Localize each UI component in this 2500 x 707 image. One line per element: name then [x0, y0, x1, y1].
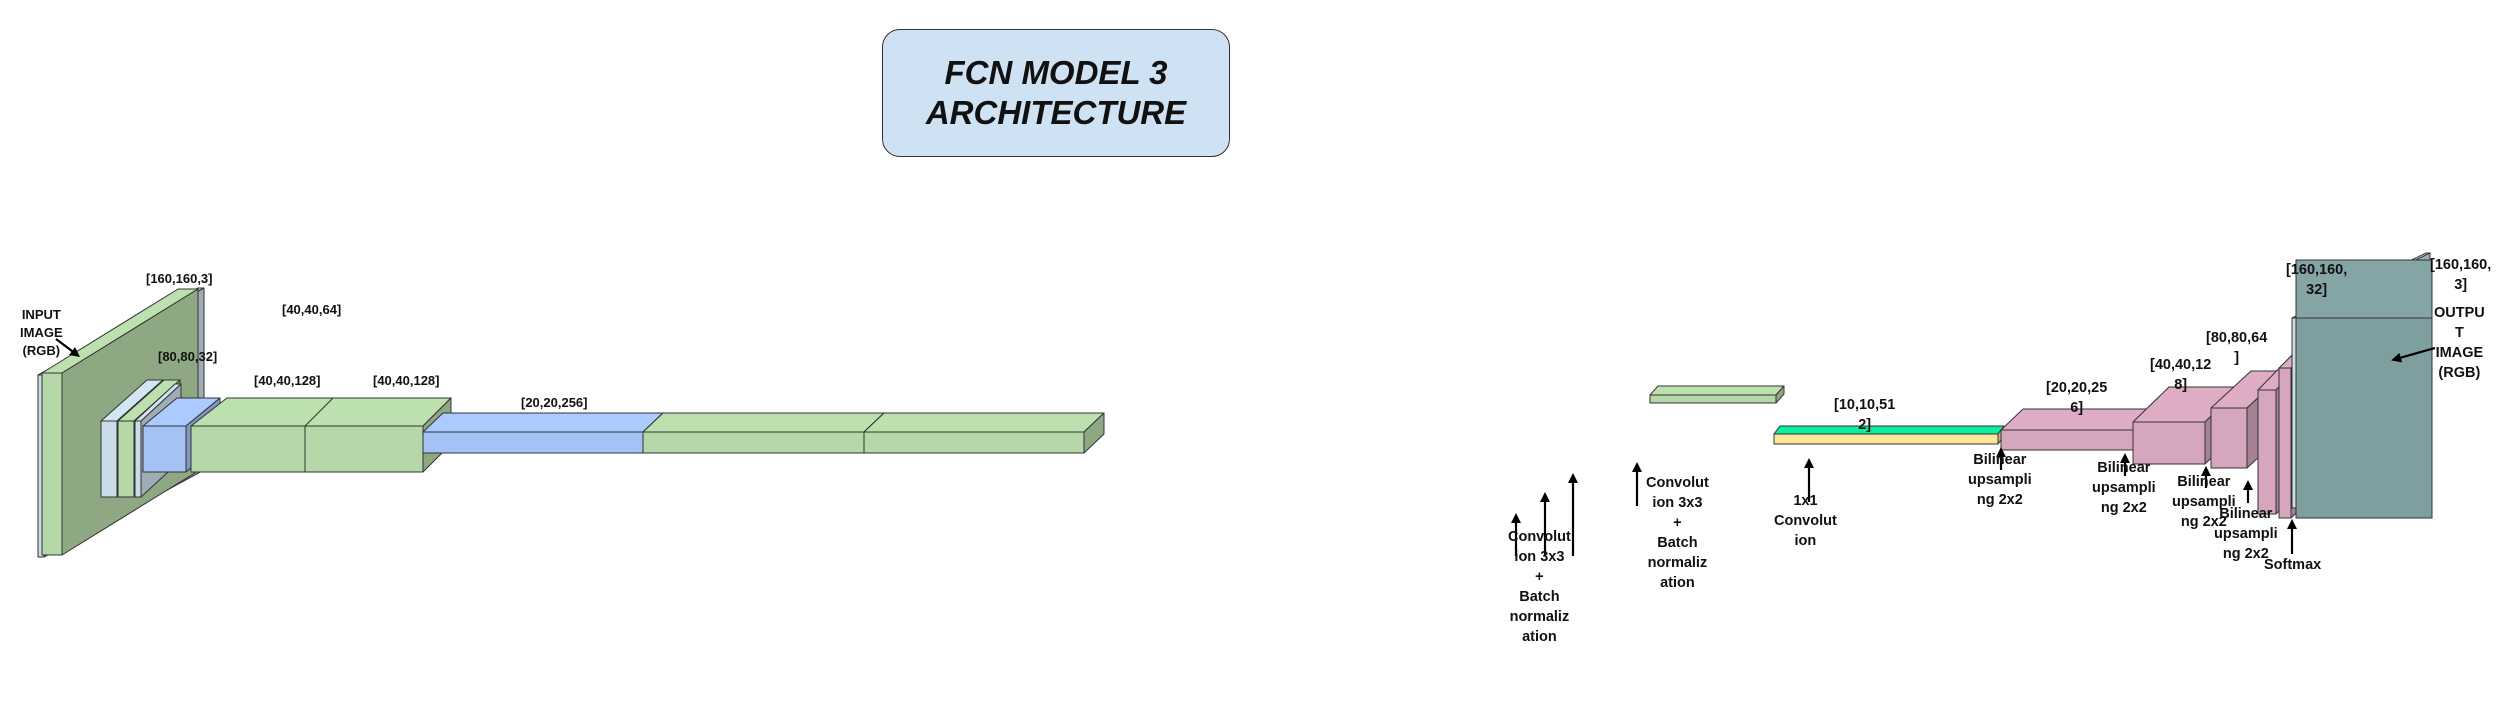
softmax-label: Softmax [2264, 557, 2322, 573]
input-shape-label: [160,160,3] [146, 271, 213, 286]
decoder-small-block [1649, 385, 1785, 404]
shape-40-128-label-a: [40,40,128] [254, 373, 321, 388]
decoder-block-10-512-front [1773, 433, 1999, 445]
encoder-block-green-long-b [863, 412, 1105, 454]
encoder-block-40-128-a-front [190, 425, 306, 473]
encoder-block-green-long-a [642, 412, 885, 454]
encoder-block-green-long-b-front [863, 431, 1085, 454]
title-line-1: FCN MODEL 3 [944, 54, 1168, 92]
shape-40-64-label: [40,40,64] [282, 302, 342, 317]
encoder-block-80-c-front [134, 420, 142, 498]
input-image-label: INPUT IMAGE (RGB) [20, 307, 63, 358]
encoder-block-20-256 [422, 412, 664, 454]
output-image-label: OUTPU T IMAGE (RGB) [2434, 305, 2485, 381]
title-box: FCN MODEL 3 ARCHITECTURE [882, 29, 1230, 157]
shape-20-256-label: [20,20,256] [521, 395, 588, 410]
decoder-block-20-256-front [2000, 429, 2134, 451]
conv-label-a: Convolut ion 3x3 + Batch normaliz ation [1508, 529, 1571, 645]
upsample-label-4: Bilinear upsampli ng 2x2 [2214, 506, 2278, 562]
shape-160-3-label: [160,160, 3] [2430, 257, 2492, 293]
shape-160-32-label: [160,160, 32] [2286, 262, 2348, 298]
shape-20-256-dec-label: [20,20,25 6] [2046, 380, 2108, 416]
title-line-2: ARCHITECTURE [925, 94, 1187, 131]
shape-80-label: [80,80,32] [158, 349, 218, 364]
input-image-block-front [41, 372, 63, 556]
encoder-block-blue-1-front [142, 425, 187, 473]
output-image-block-back-front [2291, 317, 2297, 509]
output-image-block-front [2295, 317, 2433, 519]
upsample-label-3: Bilinear upsampli ng 2x2 [2172, 474, 2236, 530]
decoder-block-20-256 [2000, 408, 2156, 451]
decoder-block-10-512 [1773, 425, 2005, 445]
encoder-block-20-256-top [422, 412, 664, 433]
encoder-block-80-a-front [100, 420, 118, 498]
shape-40-128-dec-label: [40,40,12 8] [2150, 357, 2212, 393]
shape-80-64-label: [80,80,64 ] [2206, 330, 2268, 366]
decoder-small-block-front [1649, 394, 1777, 404]
encoder-block-80-b-front [117, 420, 135, 498]
encoder-block-green-long-b-top [863, 412, 1105, 433]
decoder-block-160-32-b-front [2278, 367, 2292, 519]
encoder-block-green-long-a-front [642, 431, 865, 454]
shape-40-128-label-b: [40,40,128] [373, 373, 440, 388]
conv-label-b: Convolut ion 3x3 + Batch normaliz ation [1646, 475, 1709, 591]
decoder-block-160-32-a-front [2257, 389, 2277, 515]
upsample-label-1: Bilinear upsampli ng 2x2 [1968, 452, 2032, 508]
decoder-block-80-64-front [2210, 407, 2248, 469]
shape-10-512-label: [10,10,51 2] [1834, 397, 1896, 433]
encoder-block-20-256-front [422, 431, 644, 454]
decoder-block-40-128-front [2132, 421, 2206, 465]
upsample-label-2: Bilinear upsampli ng 2x2 [2092, 460, 2156, 516]
output-image-block [2295, 259, 2433, 519]
conv1x1-label: 1x1 Convolut ion [1774, 493, 1837, 549]
encoder-block-green-long-a-top [642, 412, 885, 433]
input-arrow [55, 338, 80, 357]
output-arrow [2391, 346, 2436, 363]
decoder-small-block-top [1649, 385, 1785, 396]
encoder-block-40-128-b-front [304, 425, 424, 473]
